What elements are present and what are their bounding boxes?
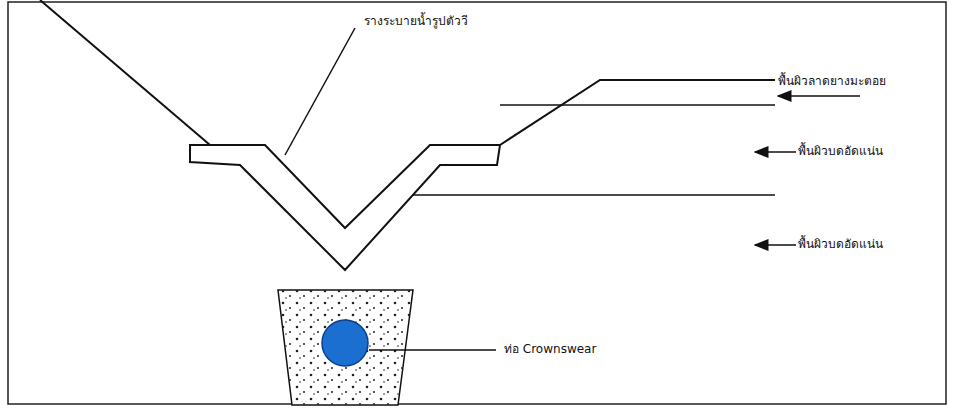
arrows	[755, 96, 860, 245]
pipe	[322, 320, 368, 366]
layer-label: พื้นผิวลาดยางมะตอย	[776, 74, 888, 88]
layer-label: พื้นผิวบดอัดแน่น	[796, 237, 885, 251]
frame	[8, 2, 946, 404]
layer-label: พื้นผิวบดอัดแน่น	[796, 144, 885, 158]
callout-label: รางระบายน้ำรูปตัววี	[362, 14, 470, 28]
callout-label: ท่อ Crownswear	[502, 342, 598, 356]
section-lines	[40, 0, 775, 270]
pipe-bedding	[278, 290, 496, 405]
